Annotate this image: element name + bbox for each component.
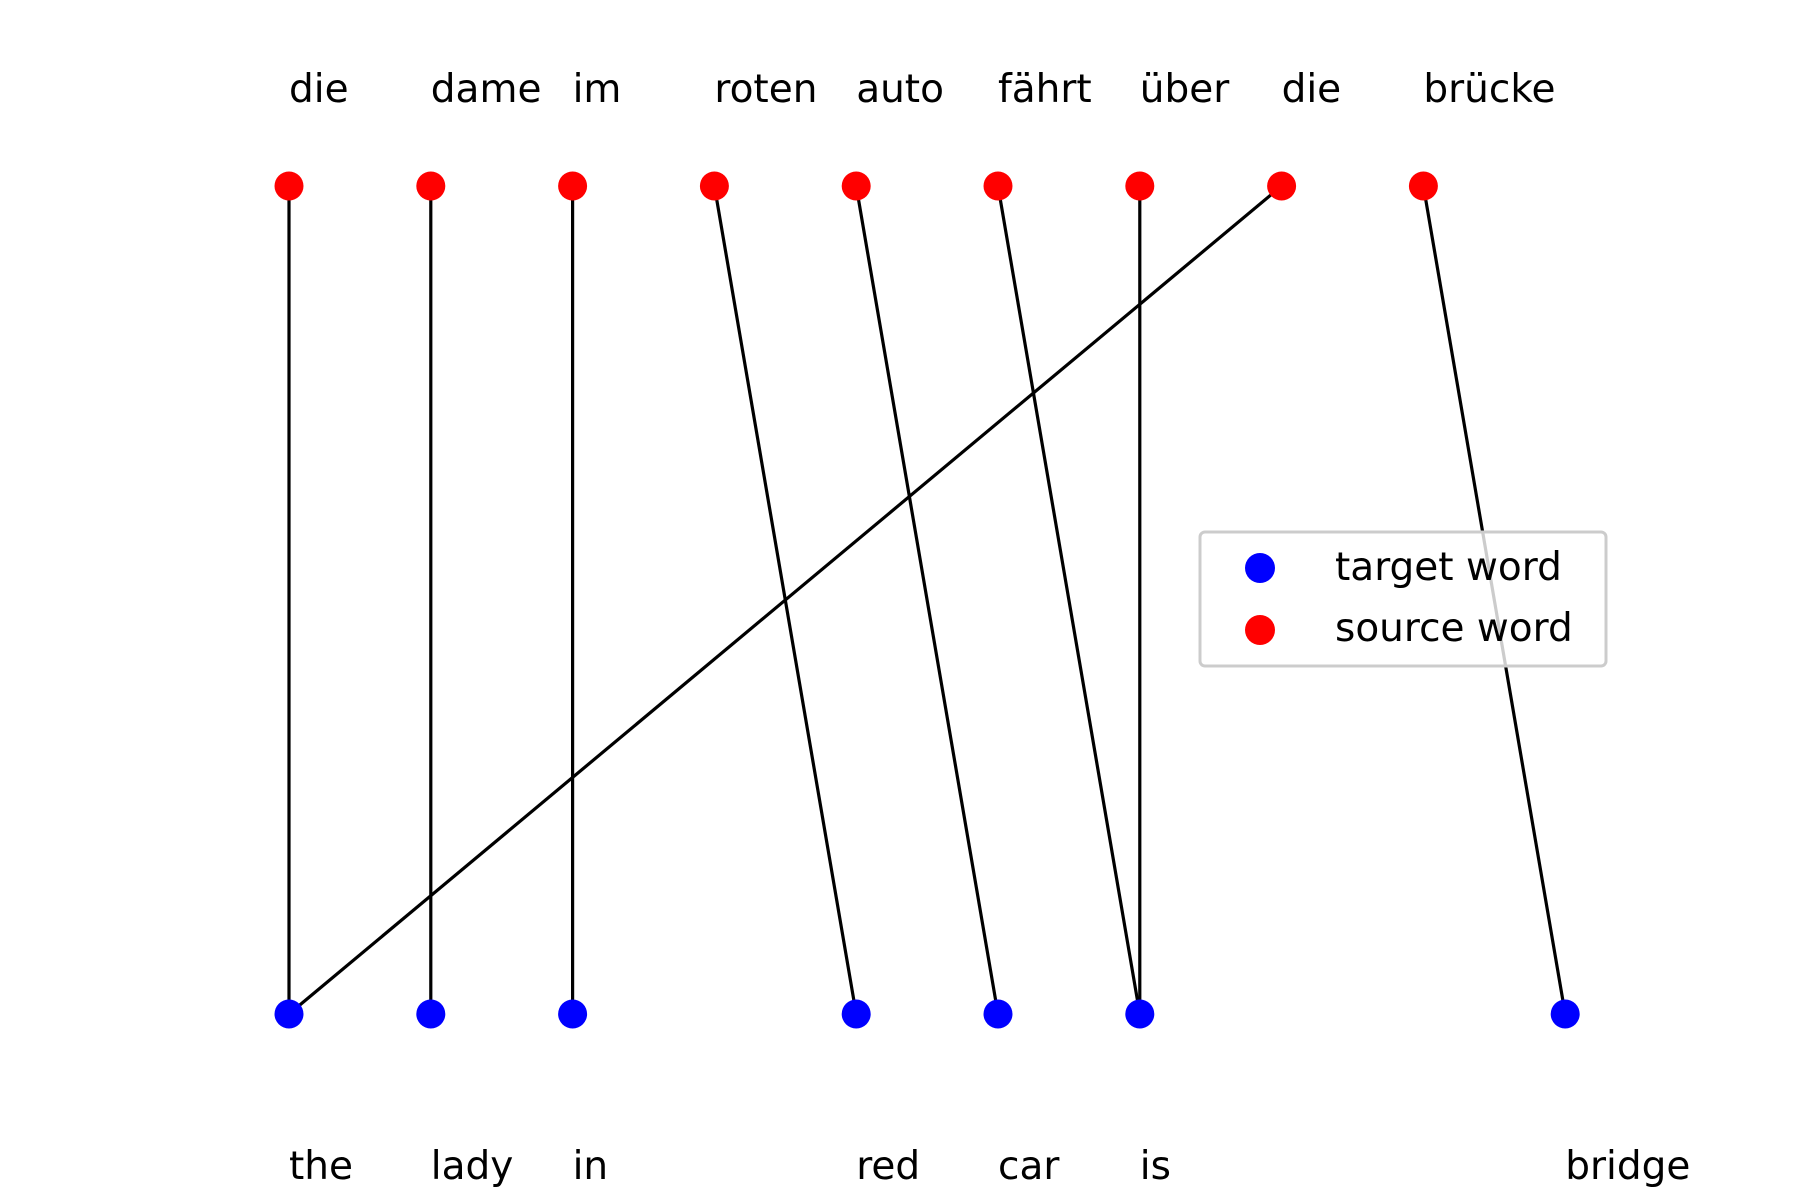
- target-word-label: the: [289, 1144, 353, 1189]
- source-word-node: [274, 171, 304, 201]
- source-word-node: [1125, 171, 1155, 201]
- source-word-label: über: [1140, 67, 1230, 112]
- target-word-node: [416, 999, 446, 1029]
- target-word-label: bridge: [1565, 1144, 1690, 1189]
- legend: target word source word: [1198, 530, 1608, 668]
- target-word-node: [274, 999, 304, 1029]
- alignment-link: [854, 185, 1000, 1015]
- source-word-node: [1408, 171, 1438, 201]
- alignment-link: [996, 185, 1142, 1015]
- source-word-node: [416, 171, 446, 201]
- target-word-node: [558, 999, 588, 1029]
- source-word-label: auto: [856, 67, 944, 112]
- legend-source-label: source word: [1335, 606, 1573, 651]
- target-word-node: [841, 999, 871, 1029]
- target-word-label: car: [998, 1144, 1060, 1189]
- target-word-label: lady: [431, 1144, 514, 1189]
- source-word-label: roten: [714, 67, 817, 112]
- source-word-nodes: [274, 171, 1438, 201]
- source-word-node: [983, 171, 1013, 201]
- source-word-label: die: [1282, 67, 1342, 112]
- target-word-label: is: [1140, 1144, 1171, 1189]
- legend-target-marker: [1245, 553, 1275, 583]
- target-word-label: red: [856, 1144, 920, 1189]
- legend-target-label: target word: [1335, 545, 1562, 590]
- source-word-label: dame: [431, 67, 542, 112]
- source-word-label: die: [289, 67, 349, 112]
- target-word-nodes: [274, 999, 1580, 1029]
- legend-source-marker: [1245, 615, 1275, 645]
- alignment-link: [287, 184, 1283, 1016]
- source-word-node: [1267, 171, 1297, 201]
- legend-box: [1198, 530, 1608, 668]
- source-word-node: [699, 171, 729, 201]
- target-word-label: in: [573, 1144, 609, 1189]
- source-word-node: [841, 171, 871, 201]
- source-word-label: brücke: [1423, 67, 1555, 112]
- target-word-node: [983, 999, 1013, 1029]
- target-word-node: [1125, 999, 1155, 1029]
- source-word-label: im: [573, 67, 622, 112]
- source-word-label: fährt: [998, 67, 1092, 112]
- target-word-labels: the lady in red car is bridge: [289, 1144, 1690, 1189]
- target-word-node: [1550, 999, 1580, 1029]
- source-word-node: [558, 171, 588, 201]
